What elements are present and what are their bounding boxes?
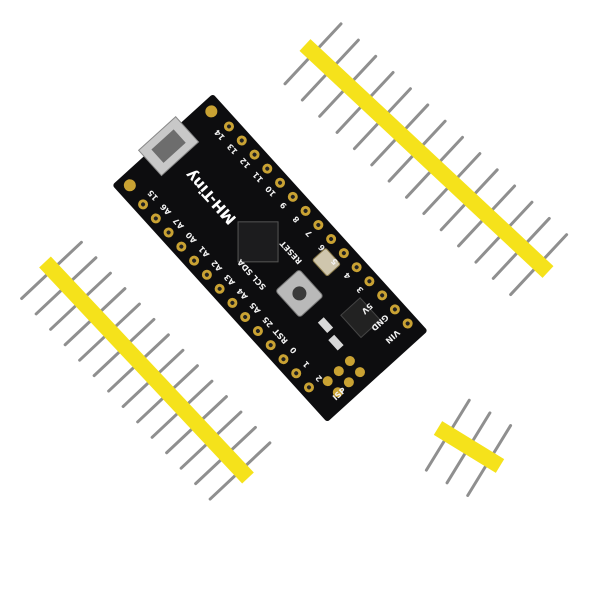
pad-hole — [141, 202, 146, 207]
mounting-hole — [123, 179, 136, 192]
left-pin-header — [20, 240, 272, 501]
header-plastic — [433, 421, 505, 473]
mounting-hole — [205, 105, 218, 118]
pad-hole — [166, 230, 171, 235]
pin-label: 8 — [291, 214, 302, 224]
pad-hole — [294, 371, 299, 376]
pin-label: 2 — [314, 373, 324, 383]
pad-hole — [341, 251, 346, 256]
micro-usb-port — [137, 116, 200, 177]
header-plastic — [299, 39, 554, 278]
voltage-regulator — [340, 297, 381, 339]
pads — [123, 105, 413, 398]
pad-hole — [392, 307, 397, 312]
pad-hole — [354, 265, 359, 270]
pad-hole — [306, 385, 311, 390]
pin-headers — [20, 22, 569, 501]
pin-label: 5 — [329, 256, 340, 266]
pad-hole — [329, 237, 334, 242]
pad-hole — [380, 293, 385, 298]
pin-label: 4 — [342, 270, 353, 280]
pin-label: 7 — [304, 228, 314, 238]
pad-hole — [290, 194, 295, 199]
pad-hole — [303, 208, 308, 213]
mh-tiny-board: MH-Tiny 141312111098765435VGNDVIN15A6A7A… — [113, 95, 427, 421]
pin-label: 1 — [301, 359, 312, 369]
header-plastic — [39, 256, 254, 484]
pad-hole — [265, 166, 270, 171]
pad-hole — [179, 244, 184, 249]
pad-hole — [227, 124, 232, 129]
pad-hole — [252, 152, 257, 157]
smd-component — [328, 334, 344, 351]
pad-hole — [153, 216, 158, 221]
pad-hole — [278, 180, 283, 185]
pad-hole — [255, 329, 260, 334]
pin-label: 6 — [316, 242, 327, 252]
isp-pad — [343, 377, 354, 388]
pad-hole — [204, 272, 209, 277]
pad-hole — [230, 300, 235, 305]
isp-pad — [332, 387, 343, 398]
pad-hole — [405, 321, 410, 326]
pad-hole — [281, 357, 286, 362]
right-pin-header — [283, 22, 569, 297]
pad-hole — [268, 343, 273, 348]
pad-hole — [367, 279, 372, 284]
microcontroller-chip — [237, 221, 279, 263]
reset-button — [276, 270, 323, 317]
pad-hole — [316, 222, 321, 227]
pin-label: 0 — [288, 345, 299, 355]
pad-hole — [239, 138, 244, 143]
pin-label: 9 — [278, 200, 289, 210]
smd-component — [317, 317, 334, 334]
isp-pad — [322, 376, 333, 387]
isp-pad — [333, 366, 344, 377]
crystal — [312, 248, 341, 277]
isp-pad — [344, 356, 355, 367]
small-pin-header — [424, 398, 513, 497]
isp-pad — [354, 367, 365, 378]
pad-hole — [217, 286, 222, 291]
pin-label: 3 — [355, 285, 365, 295]
pad-hole — [243, 314, 248, 319]
pad-hole — [192, 258, 197, 263]
